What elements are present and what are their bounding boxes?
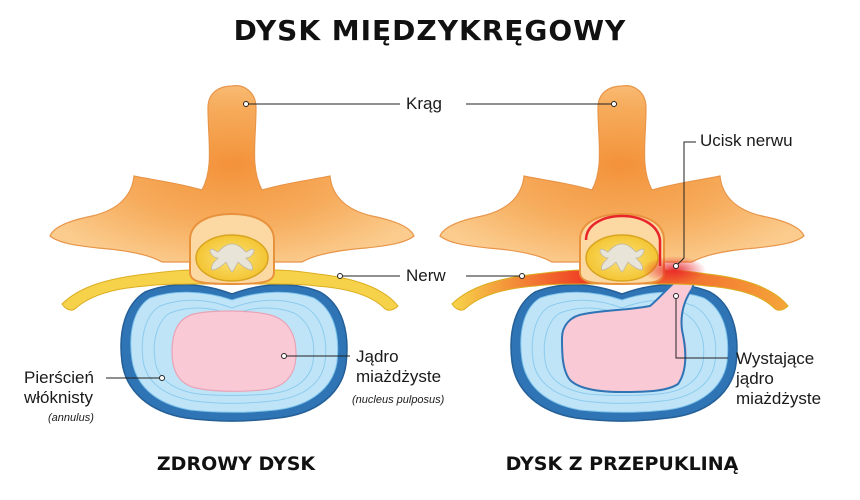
vertebra-right <box>439 84 805 285</box>
protruding-nucleus <box>560 274 695 394</box>
label-vertebra: Krąg <box>406 94 442 113</box>
label-annulus-latin: (annulus) <box>48 412 94 424</box>
healthy-disc-illustration <box>49 84 415 422</box>
label-nucleus: Jądro miażdżyste <box>356 347 441 387</box>
leader-compression <box>675 141 696 267</box>
label-protruding-nucleus: Wystające jądro miażdżyste <box>736 349 821 409</box>
healthy-disc <box>120 283 348 422</box>
label-protruding-line2: jądro <box>736 369 774 388</box>
nerve-left <box>61 269 399 311</box>
label-annulus-line1: Pierścień <box>24 368 94 387</box>
label-nucleus-latin: (nucleus pulposus) <box>352 394 445 406</box>
label-nucleus-line1: Jądro <box>356 347 399 366</box>
leader-protruding <box>675 296 728 359</box>
label-nucleus-line2: miażdżyste <box>356 367 442 386</box>
page-title: DYSK MIĘDZYKRĘGOWY <box>233 14 627 47</box>
compressed-canal-rim <box>584 214 662 266</box>
compression-highlight <box>642 256 706 284</box>
caption-herniated: DYSK Z PRZEPUKLINĄ <box>505 453 739 475</box>
label-annulus-line2: włóknisty <box>24 388 93 407</box>
label-nerve: Nerw <box>406 266 446 285</box>
vertebra-left <box>49 84 415 285</box>
label-nerve-compression: Ucisk nerwu <box>700 131 793 150</box>
label-annulus: Pierścień włóknisty <box>24 368 94 408</box>
leader-lines <box>106 101 728 381</box>
herniated-disc-illustration <box>439 84 805 422</box>
label-protruding-line1: Wystające <box>736 349 815 368</box>
label-protruding-line3: miażdżyste <box>736 389 822 408</box>
caption-healthy: ZDROWY DYSK <box>156 453 316 475</box>
nerve-right <box>451 269 789 311</box>
